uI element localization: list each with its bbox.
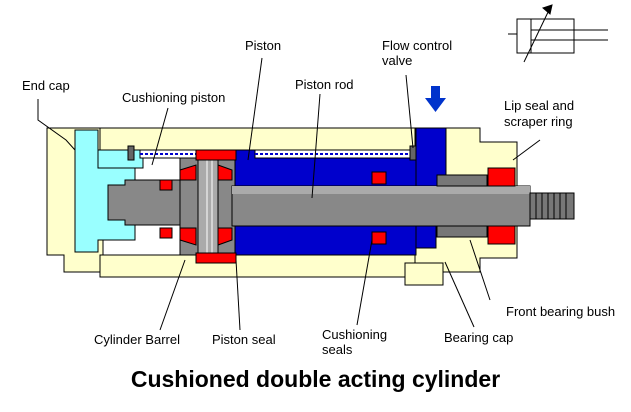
- piston-seal-top: [195, 149, 237, 161]
- piston-seal-bottom: [195, 252, 237, 264]
- barrel-top-wall: [99, 127, 429, 151]
- label-piston-rod: Piston rod: [295, 77, 354, 92]
- flow-arrow-icon: [425, 86, 446, 112]
- front-bearing-bush-part: [436, 174, 488, 238]
- label-piston-seal: Piston seal: [212, 332, 276, 347]
- label-flow-control-2: valve: [382, 53, 413, 68]
- label-cushioning-seals-1: Cushioning: [322, 327, 388, 342]
- diagram-title: Cushioned double acting cylinder: [130, 366, 501, 392]
- label-lip-seal-2: scraper ring: [504, 114, 573, 129]
- piston-assembly: [107, 149, 575, 264]
- mounting-foot: [404, 262, 444, 286]
- label-cushioning-seals-2: seals: [322, 342, 353, 357]
- cushioning-seals-part: [159, 171, 387, 245]
- rod-thread: [529, 192, 575, 220]
- label-cushioning-piston: Cushioning piston: [122, 90, 226, 105]
- label-lip-seal-1: Lip seal and: [504, 98, 575, 113]
- barrel-bottom-wall: [99, 254, 429, 278]
- label-bearing-cap: Bearing cap: [444, 330, 514, 345]
- label-front-bearing-bush: Front bearing bush: [506, 304, 616, 319]
- leader-lines: [37, 57, 541, 331]
- label-flow-control-1: Flow control: [382, 38, 453, 53]
- lip-seal-part: [487, 167, 516, 245]
- cylinder-symbol-icon: [508, 4, 608, 63]
- label-cylinder-barrel: Cylinder Barrel: [94, 332, 180, 347]
- label-piston: Piston: [245, 38, 282, 53]
- label-end-cap: End cap: [22, 78, 70, 93]
